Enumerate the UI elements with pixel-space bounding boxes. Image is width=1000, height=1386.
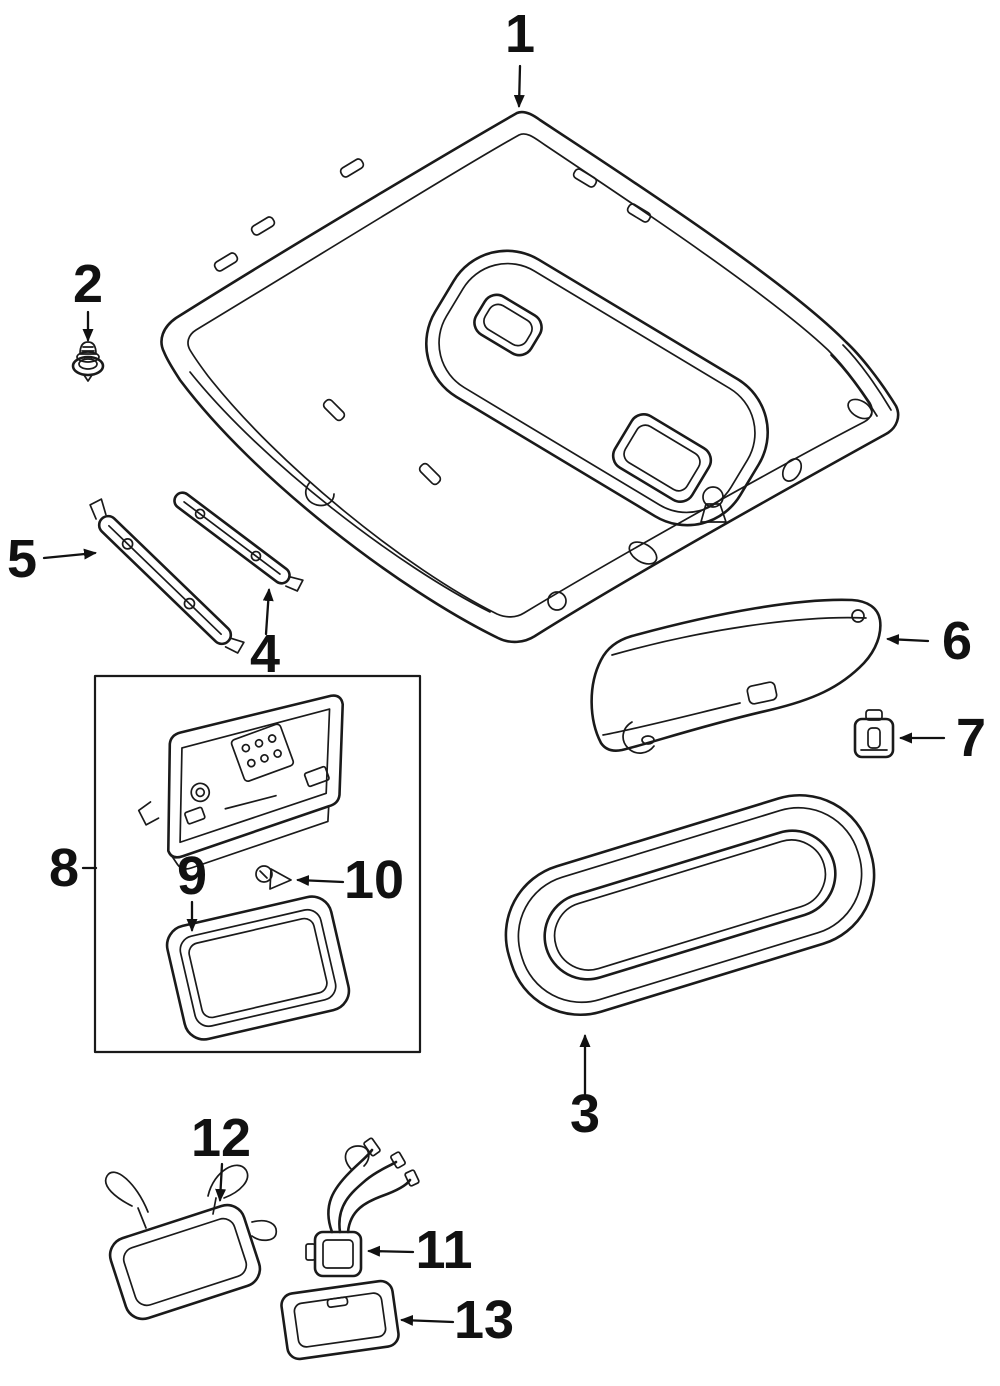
clip-slot [418, 462, 442, 486]
callout-6-arrow [886, 634, 930, 646]
callout-11-arrow [367, 1245, 415, 1257]
callout-1-arrow [513, 64, 525, 108]
switch-lens [280, 1279, 400, 1361]
front-lamp-opening [473, 293, 543, 357]
callout-2[interactable]: 2 [73, 254, 103, 342]
seal-gasket [504, 793, 876, 1017]
clip-slot [339, 158, 365, 178]
callout-3[interactable]: 3 [570, 1034, 600, 1144]
callout-13-label[interactable]: 13 [454, 1290, 514, 1350]
visor-bracket [104, 1164, 278, 1321]
callout-8-label[interactable]: 8 [49, 838, 79, 898]
bracket-front [89, 498, 245, 654]
callout-2-label[interactable]: 2 [73, 254, 103, 314]
callout-5-arrow [42, 548, 97, 560]
switch-harness [305, 1137, 420, 1278]
callout-5[interactable]: 5 [7, 529, 97, 589]
clip-slot [322, 398, 346, 422]
lamp-lens [165, 895, 351, 1041]
callout-12-label[interactable]: 12 [191, 1108, 251, 1168]
sun-visor [590, 598, 882, 754]
callout-5-label[interactable]: 5 [7, 529, 37, 589]
callout-13-arrow [400, 1314, 455, 1326]
clip-slot [626, 203, 652, 223]
rear-lamp-opening [611, 413, 713, 503]
callout-4-label[interactable]: 4 [250, 624, 280, 684]
callout-10[interactable]: 10 [296, 850, 404, 910]
callouts: 1 2 3 4 5 6 7 8 [7, 4, 986, 1350]
callout-12[interactable]: 12 [191, 1108, 251, 1202]
clip-slot [250, 216, 276, 236]
grab-handle-hole [781, 458, 803, 482]
grab-handle-hole [847, 398, 873, 420]
visor-hole [628, 541, 658, 565]
callout-1-label[interactable]: 1 [505, 4, 535, 64]
callout-10-arrow [296, 874, 345, 886]
callout-9[interactable]: 9 [177, 846, 207, 932]
callout-7[interactable]: 7 [899, 708, 986, 768]
clip-fastener [71, 341, 105, 382]
rim-line [842, 344, 892, 411]
clip-slot [572, 168, 598, 188]
sunroof-opening [424, 249, 770, 527]
keyhole-cutout [700, 486, 727, 523]
callout-7-label[interactable]: 7 [956, 708, 986, 768]
callout-6-label[interactable]: 6 [942, 611, 972, 671]
visor-hole [547, 591, 567, 611]
callout-1[interactable]: 1 [505, 4, 535, 108]
overhead-console [137, 694, 345, 870]
detail-box-outline [93, 674, 422, 1054]
edge-hook [304, 481, 335, 507]
callout-13[interactable]: 13 [400, 1290, 514, 1350]
callout-12-arrow [215, 1162, 227, 1202]
visor-clip [853, 709, 895, 759]
callout-4-arrow [262, 588, 274, 636]
callout-4[interactable]: 4 [250, 588, 280, 684]
callout-8[interactable]: 8 [49, 838, 98, 898]
callout-9-label[interactable]: 9 [177, 846, 207, 906]
callout-11-label[interactable]: 11 [415, 1220, 472, 1280]
headliner-panel [160, 110, 900, 644]
callout-3-label[interactable]: 3 [570, 1084, 600, 1144]
clip-slot [213, 252, 239, 272]
rim-line [830, 354, 878, 417]
bracket-rear [173, 491, 304, 592]
bulb [255, 865, 292, 890]
callout-6[interactable]: 6 [886, 611, 972, 671]
callout-10-label[interactable]: 10 [344, 850, 404, 910]
callout-11[interactable]: 11 [367, 1220, 473, 1280]
